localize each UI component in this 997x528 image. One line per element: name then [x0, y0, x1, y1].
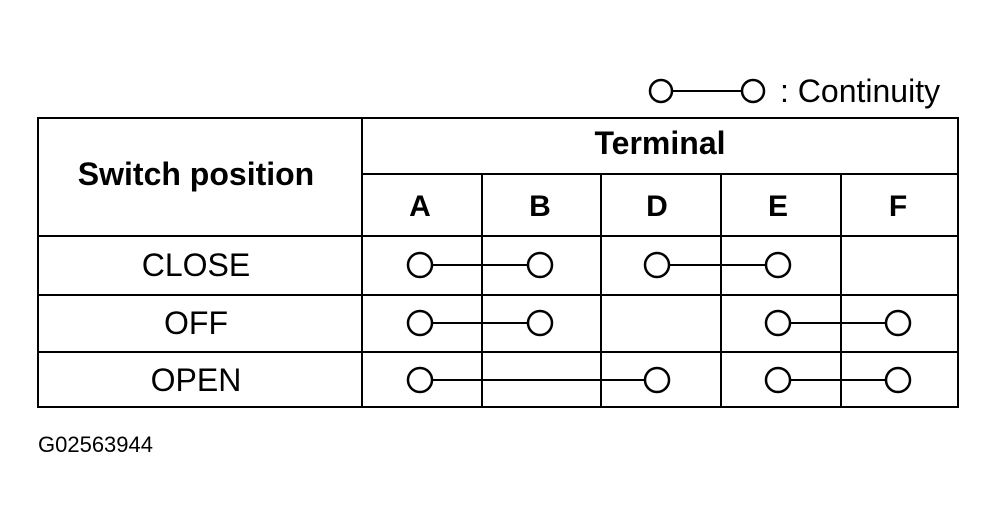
- legend-node-right: [740, 78, 766, 104]
- switch-position-label: OFF: [164, 305, 228, 341]
- legend-node-left: [648, 78, 674, 104]
- continuity-table-grid: [37, 117, 959, 408]
- terminal-node-a: [406, 309, 434, 337]
- terminal-label-b: B: [529, 190, 551, 223]
- switch-row-open: OPEN: [151, 362, 912, 398]
- terminal-node-e: [764, 366, 792, 394]
- terminal-node-b: [526, 251, 554, 279]
- terminal-node-d: [643, 251, 671, 279]
- terminal-node-a: [406, 251, 434, 279]
- switch-position-rows: CLOSE OFF OPEN: [142, 247, 912, 398]
- legend-label: : Continuity: [780, 73, 940, 109]
- figure-id: G02563944: [38, 432, 153, 457]
- terminal-label-d: D: [646, 190, 668, 223]
- terminal-node-a: [406, 366, 434, 394]
- switch-position-label: OPEN: [151, 362, 242, 398]
- continuity-legend: : Continuity: [648, 73, 940, 109]
- terminal-node-e: [764, 251, 792, 279]
- terminal-label-e: E: [768, 190, 788, 223]
- terminal-node-d: [643, 366, 671, 394]
- terminal-label-f: F: [889, 190, 907, 223]
- terminal-group-header: Terminal: [595, 125, 726, 161]
- switch-position-label: CLOSE: [142, 247, 250, 283]
- terminal-label-a: A: [409, 190, 431, 223]
- switch-row-close: CLOSE: [142, 247, 792, 283]
- table-border: [37, 117, 959, 408]
- switch-position-header: Switch position: [78, 156, 314, 192]
- terminal-node-f: [884, 366, 912, 394]
- terminal-node-f: [884, 309, 912, 337]
- switch-row-off: OFF: [164, 305, 912, 341]
- terminal-node-b: [526, 309, 554, 337]
- terminal-node-e: [764, 309, 792, 337]
